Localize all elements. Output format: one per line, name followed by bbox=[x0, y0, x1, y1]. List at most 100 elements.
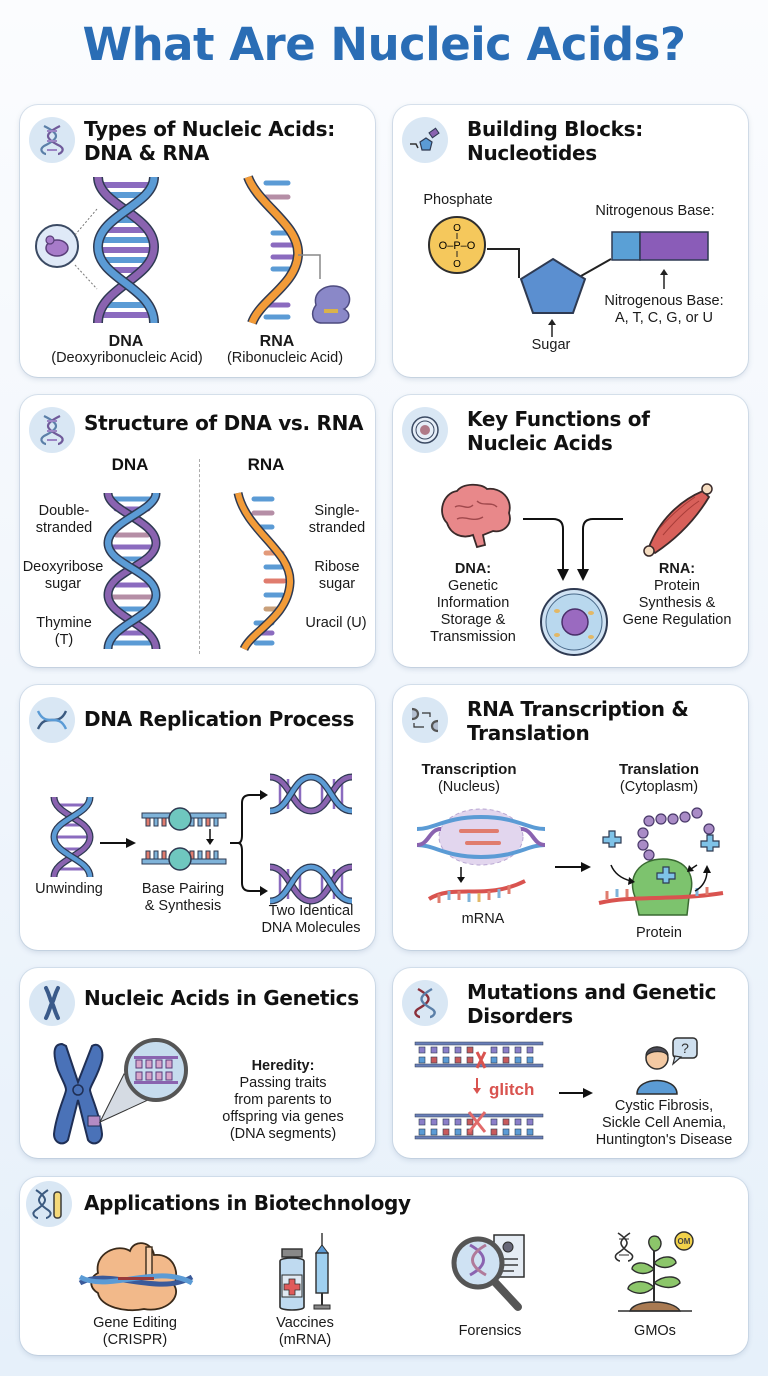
translation-heading: Translation bbox=[618, 761, 700, 778]
transcription-heading: Transcription bbox=[421, 761, 517, 778]
card-applications: Applications in Biotechnology Gene Editi… bbox=[20, 1177, 748, 1355]
mutation-dna-diagram bbox=[414, 1041, 544, 1140]
base-label-bottom: Nitrogenous Base: A, T, C, G, or U bbox=[604, 293, 724, 326]
rna-single-strand bbox=[233, 491, 295, 652]
nitrogenous-base bbox=[611, 231, 709, 261]
cell-icon bbox=[35, 224, 79, 268]
application-label: Gene Editing (CRISPR) bbox=[93, 1315, 177, 1348]
sugar-label: Sugar bbox=[531, 337, 571, 353]
dna-helix-icon bbox=[29, 407, 75, 453]
card-title: Applications in Biotechnology bbox=[84, 1191, 411, 1215]
translation-diagram bbox=[598, 807, 724, 916]
translation-location: (Cytoplasm) bbox=[619, 779, 699, 795]
person-icon: ? bbox=[636, 1037, 698, 1095]
svg-text:O–P–O: O–P–O bbox=[439, 240, 476, 252]
card-mutations: Mutations and Genetic Disorders glitch ? bbox=[393, 968, 748, 1158]
brain-icon bbox=[441, 483, 511, 549]
connector-line bbox=[298, 254, 321, 279]
arrow-right-icon bbox=[555, 862, 591, 872]
transcription-location: (Nucleus) bbox=[437, 779, 501, 795]
rna-feature: Single-stranded bbox=[308, 503, 366, 536]
cell-icon bbox=[402, 407, 448, 453]
arrow-right-icon bbox=[100, 838, 136, 848]
glitch-label: glitch bbox=[489, 1080, 535, 1099]
step-base-pairing: Base Pairing& Synthesis bbox=[141, 881, 225, 914]
card-title: Key Functions of Nucleic Acids bbox=[467, 407, 650, 455]
card-structure-dna-vs-rna: Structure of DNA vs. RNA DNA RNA Double-… bbox=[20, 395, 375, 667]
phosphate-group: O O–P–O O bbox=[428, 216, 486, 274]
disease-list: Cystic Fibrosis, Sickle Cell Anemia, Hun… bbox=[595, 1098, 733, 1148]
transcription-arrows-icon bbox=[402, 697, 448, 743]
card-key-functions: Key Functions of Nucleic Acids DNA: Gene… bbox=[393, 395, 748, 667]
arrow-right-icon bbox=[559, 1088, 593, 1098]
page-title: What Are Nucleic Acids? bbox=[82, 18, 686, 71]
rna-full-name: (Ribonucleic Acid) bbox=[226, 350, 344, 366]
dna-helix-icon bbox=[29, 117, 75, 163]
connector-lines bbox=[74, 208, 98, 290]
card-title: Structure of DNA vs. RNA bbox=[84, 411, 364, 435]
dna-double-helix bbox=[92, 176, 160, 324]
rna-single-strand bbox=[243, 174, 303, 326]
card-title: Mutations and Genetic Disorders bbox=[467, 980, 717, 1028]
svg-text:O: O bbox=[453, 259, 461, 270]
card-title: DNA Replication Process bbox=[84, 707, 355, 731]
base-label-top: Nitrogenous Base: bbox=[595, 203, 715, 219]
card-dna-replication: DNA Replication Process bbox=[20, 685, 375, 950]
application-label: Forensics bbox=[458, 1323, 522, 1339]
dna-feature: Thymine(T) bbox=[36, 615, 92, 648]
dna-mutation-icon bbox=[402, 980, 448, 1026]
card-title: RNA Transcription & Translation bbox=[467, 697, 689, 745]
dna-heading: DNA bbox=[111, 455, 149, 474]
card-building-blocks: Building Blocks: Nucleotides Phosphate O… bbox=[393, 105, 748, 377]
application-item: Gene Editing (CRISPR) bbox=[70, 1237, 200, 1348]
dna-helix-icon bbox=[29, 697, 75, 743]
vaccine-syringe-icon bbox=[279, 1233, 331, 1311]
nucleotide-icon bbox=[402, 117, 448, 163]
dna-label: DNA bbox=[108, 333, 144, 350]
svg-text:OM: OM bbox=[678, 1237, 691, 1246]
card-title: Types of Nucleic Acids: DNA & RNA bbox=[84, 117, 335, 165]
arrow-up-icon bbox=[660, 269, 668, 289]
ribosome-icon bbox=[311, 285, 351, 324]
chromosome-icon bbox=[29, 980, 75, 1026]
base-pairing-diagram bbox=[141, 807, 227, 871]
card-transcription-translation: RNA Transcription & Translation Transcri… bbox=[393, 685, 748, 950]
dna-full-name: (Deoxyribonucleic Acid) bbox=[51, 350, 203, 366]
muscle-icon bbox=[643, 483, 713, 557]
card-genetics: Nucleic Acids in Genetics Heredity: Pass… bbox=[20, 968, 375, 1158]
nucleotide-connectors bbox=[487, 248, 612, 278]
dna-double-helix bbox=[103, 491, 161, 650]
chromosome-magnified bbox=[52, 1038, 188, 1145]
divider bbox=[199, 459, 200, 654]
svg-text:?: ? bbox=[681, 1040, 689, 1056]
rna-function: RNA: Protein Synthesis & Gene Regulation bbox=[622, 561, 732, 628]
dna-feature: Double-stranded bbox=[35, 503, 93, 536]
cell-diagram bbox=[540, 588, 608, 656]
rna-label: RNA bbox=[259, 333, 295, 350]
transcription-diagram bbox=[416, 808, 546, 903]
phosphate-label: Phosphate bbox=[423, 192, 493, 208]
mrna-label: mRNA bbox=[461, 911, 505, 927]
card-title: Building Blocks: Nucleotides bbox=[467, 117, 643, 165]
dna-test-tube-icon bbox=[26, 1181, 72, 1227]
rna-feature: Uracil (U) bbox=[305, 615, 367, 631]
application-item: Forensics bbox=[430, 1234, 550, 1347]
step-unwinding: Unwinding bbox=[35, 881, 103, 897]
dna-function: DNA: Genetic Information Storage & Trans… bbox=[430, 561, 516, 645]
heredity-text: Heredity: Passing traits from parents to… bbox=[222, 1058, 344, 1142]
svg-text:O: O bbox=[453, 223, 461, 234]
sugar-pentagon bbox=[519, 257, 587, 314]
application-item: Vaccines (mRNA) bbox=[250, 1233, 360, 1348]
flow-arrows bbox=[523, 518, 623, 581]
dna-molecule-copy bbox=[269, 863, 353, 905]
rna-heading: RNA bbox=[247, 455, 285, 474]
application-label: Vaccines (mRNA) bbox=[276, 1315, 334, 1348]
card-types-of-nucleic-acids: Types of Nucleic Acids: DNA & RNA bbox=[20, 105, 375, 377]
dna-molecule-copy bbox=[269, 773, 353, 815]
branch-arrows bbox=[230, 790, 268, 896]
card-title: Nucleic Acids in Genetics bbox=[84, 986, 359, 1010]
arrow-up-icon bbox=[548, 319, 556, 337]
